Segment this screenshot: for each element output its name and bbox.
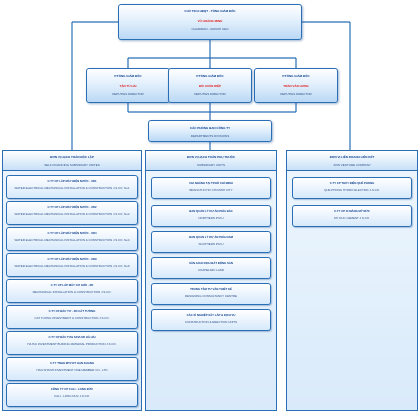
unit-subtitle: WATER ELECTRICAL MECHANICAL INSTALLATION… [14,185,130,190]
unit-title: BAN QUẢN LÝ DỰ ÁN PHÍA NAM [189,235,233,239]
unit-box: C.TY CP LẮP MÁY ĐIỆN NƯỚC - XD1 WATER EL… [6,175,138,199]
column-header: ĐƠN VỊ HẠCH TOÁN PHỤ THUỘC SUBSIDIARY UN… [146,151,276,171]
unit-subtitle: WATER ELECTRICAL MECHANICAL INSTALLATION… [14,211,130,216]
deputy-title: P.TỔNG GIÁM ĐỐC [114,74,142,78]
column-subtitle: SUBSIDIARY UNITS [197,163,225,167]
unit-title: C.TY TNHH MTV ĐT HẠN KHANH [50,361,94,365]
unit-box: C.TY CP LẮP MÁY ĐIỆN NƯỚC - XD9 WATER EL… [6,253,138,277]
unit-title: C.TY CP LẮP MÁY ĐIỆN NƯỚC - XD9 [47,257,97,261]
unit-box: CÔNG TY CP CALI - LONG ĐỨC CALI - LONG D… [6,383,138,407]
unit-box: C.TY CP LẮP MÁY ĐIỆN NƯỚC - XD4 WATER EL… [6,227,138,251]
unit-box: C.TY CP THỦY ĐIỆN QUẾ PHONG QUE PHONG HY… [292,177,412,199]
unit-box: CHI NHÁNH TẠI TP.HỒ CHÍ MINH BRANCH IN H… [151,177,271,199]
deputy-title: P.TỔNG GIÁM ĐỐC [282,74,310,78]
column-header: ĐƠN VỊ LIÊN DOANH LIÊN KẾT JOIN VENTURE … [287,151,417,171]
deputy-subtitle: DEPUTIES DIRECTOR [194,92,226,96]
departments-box: CÁC PHÒNG BAN CÔNG TY DEPARTMENTS DIVISI… [148,120,272,142]
unit-box: C.TY TNHH MTV ĐT HẠN KHANH HAN KHANH INV… [6,357,138,381]
unit-box: BAN QUẢN LÝ DỰ ÁN PHÍA NAM SOUTHERN P.M.… [151,231,271,253]
deputy-box-2: P.TỔNG GIÁM ĐỐC BÙI XUÂN RIỆP DEPUTIES D… [168,68,252,103]
deputy-box-3: P.TỔNG GIÁM ĐỐC TRẦN VĂN HƯNG DEPUTIES D… [254,68,338,103]
unit-box: TRUNG TÂM TƯ VẤN THIẾT KẾ DESIGNING CONS… [151,283,271,305]
unit-subtitle: CAT TUONG INVESTMENT & CONSTRUCTION J.S.… [34,315,110,320]
column-subtitle: SELF FINANCING SUBSIDIARY UNITES [44,163,100,167]
unit-subtitle: MECHANICAL INSTALLATION & CONSTRUCTION J… [32,289,112,294]
unit-subtitle: HAN KHANH INVESTMENT ONE MEMBER CO., LTD [36,367,108,372]
column-title: ĐƠN VỊ HẠCH TOÁN PHỤ THUỘC [186,155,235,159]
unit-title: C.TY CP LẮP MÁY ĐIỆN NƯỚC - XD1 [47,179,97,183]
unit-box: C.TY CP LẮP MÁY CƠ GIỚI - XD MECHANICAL … [6,279,138,303]
unit-title: CÔNG TY CP CALI - LONG ĐỨC [50,387,94,391]
unit-subtitle: WATER ELECTRICAL MECHANICAL INSTALLATION… [14,237,130,242]
unit-box: CÁC XÍ NGHIỆP XÂY LẮP & DỊCH VỤ CONSTRUC… [151,309,271,331]
deputy-name: TẬN TÚ HẢI [119,84,137,88]
unit-subtitle: CALI - LONG DUC J.S.CO. [54,393,90,398]
unit-subtitle: QUE PHONG HYDRO ELECTRIC J.S.CO. [324,187,380,192]
unit-title: CÁC XÍ NGHIỆP XÂY LẮP & DỊCH VỤ [186,313,236,317]
deputy-name: BÙI XUÂN RIỆP [198,84,222,88]
deputy-title: P.TỔNG GIÁM ĐỐC [196,74,224,78]
column-subtitle: JOIN VENTURE COMPANY [333,163,371,167]
unit-title: C.TY CP XI MĂNG MỸ ĐỨC [334,209,370,213]
unit-title: C.TY CP LẮP MÁY CƠ GIỚI - XD [50,283,94,287]
deputy-subtitle: DEPUTIES DIRECTOR [112,92,144,96]
column-self-financing: ĐƠN VỊ HẠCH TOÁN ĐỘC LẬP SELF FINANCING … [2,150,142,411]
column-title: ĐƠN VỊ HẠCH TOÁN ĐỘC LẬP [50,155,94,159]
unit-subtitle: CONSTRUCTION & ERECTION UNITS [184,319,238,324]
unit-subtitle: COAHELMIC LAND [197,267,225,272]
ceo-subtitle: CHAIRMAN - GROUP CEO [191,27,229,31]
column-subsidiary: ĐƠN VỊ HẠCH TOÁN PHỤ THUỘC SUBSIDIARY UN… [145,150,277,411]
unit-title: C.TY CP ĐẦU TƯ - XD CÁT TƯỜNG [48,309,96,313]
deputy-box-1: P.TỔNG GIÁM ĐỐC TẬN TÚ HẢI DEPUTIES DIRE… [86,68,170,103]
ceo-name: VŨ HOÀNG MINH [197,19,223,23]
column-joint-venture: ĐƠN VỊ LIÊN DOANH LIÊN KẾT JOIN VENTURE … [286,150,418,411]
unit-title: CHI NHÁNH TẠI TP.HỒ CHÍ MINH [189,181,233,185]
unit-box: C.TY CP ĐẦU TƯ - XD CÁT TƯỜNG CAT TUONG … [6,305,138,329]
unit-title: C.TY CP THỦY ĐIỆN QUẾ PHONG [329,181,375,185]
unit-subtitle: MY DUC CEMENT J.S.CO. [334,215,370,220]
departments-title: CÁC PHÒNG BAN CÔNG TY [189,126,231,130]
unit-subtitle: BRANCH IN HO CHI MINH CITY [189,187,233,192]
unit-title: C.TY CP LẮP MÁY ĐIỆN NƯỚC - XD2 [47,205,97,209]
unit-box: SÀN GIAO DỊCH BẤT ĐỘNG SẢN COAHELMIC LAN… [151,257,271,279]
unit-title: C.TY CP ĐẦU TƯ& SXVLXD HÀ HẢI [48,335,96,339]
unit-subtitle: WATER ELECTRICAL MECHANICAL INSTALLATION… [14,263,130,268]
column-title: ĐƠN VỊ LIÊN DOANH LIÊN KẾT [329,155,375,159]
deputy-name: TRẦN VĂN HƯNG [283,84,309,88]
unit-title: BAN QUẢN LÝ DỰ ÁN PHÍA BẮC [189,209,233,213]
unit-box: C.TY CP ĐẦU TƯ& SXVLXD HÀ HẢI HA HAI INV… [6,331,138,355]
unit-box: BAN QUẢN LÝ DỰ ÁN PHÍA BẮC NORTHERN P.M.… [151,205,271,227]
unit-subtitle: SOUTHERN P.M.U [198,241,224,246]
unit-title: TRUNG TÂM TƯ VẤN THIẾT KẾ [190,287,232,291]
unit-subtitle: NORTHERN P.M.U [198,215,224,220]
deputy-subtitle: DEPUTIES DIRECTOR [280,92,312,96]
unit-box: C.TY CP XI MĂNG MỸ ĐỨC MY DUC CEMENT J.S… [292,205,412,227]
departments-subtitle: DEPARTMENTS DIVISIONS [190,134,230,138]
unit-subtitle: HA HAI INVESTMENT BUIDING MATERIAL PRODU… [27,341,117,346]
ceo-box: CHỦ TỊCH HĐQT - TỔNG GIÁM ĐỐC VŨ HOÀNG M… [118,4,302,40]
unit-subtitle: DESIGNING CONSULTANCY CENTRE [185,293,237,298]
unit-title: C.TY CP LẮP MÁY ĐIỆN NƯỚC - XD4 [47,231,97,235]
column-header: ĐƠN VỊ HẠCH TOÁN ĐỘC LẬP SELF FINANCING … [3,151,141,171]
unit-box: C.TY CP LẮP MÁY ĐIỆN NƯỚC - XD2 WATER EL… [6,201,138,225]
unit-title: SÀN GIAO DỊCH BẤT ĐỘNG SẢN [189,261,233,265]
ceo-title: CHỦ TỊCH HĐQT - TỔNG GIÁM ĐỐC [184,9,236,13]
